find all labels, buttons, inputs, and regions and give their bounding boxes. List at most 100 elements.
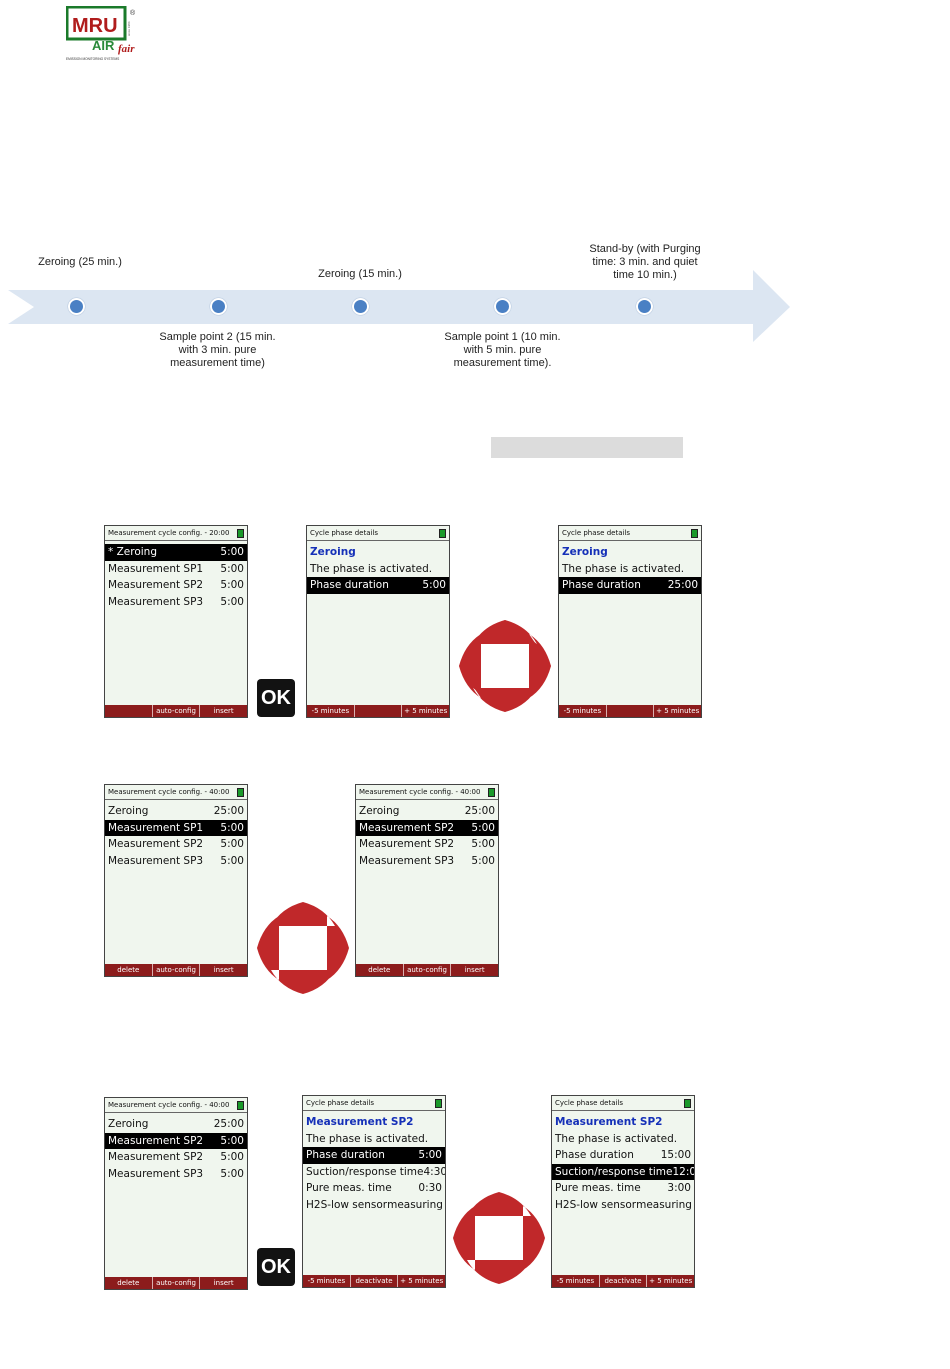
screen-cycle-config-4: Measurement cycle config. - 40:00 Zeroin… <box>104 1097 248 1290</box>
softkey-bar: -5 minutes + 5 minutes <box>559 705 701 717</box>
battery-icon <box>237 529 244 538</box>
phase-status: The phase is activated. <box>562 562 685 575</box>
arrow-pad-icon[interactable] <box>451 1190 547 1286</box>
battery-icon <box>435 1099 442 1108</box>
screen-phase-details-sp2-a: Cycle phase details Measurement SP2 The … <box>302 1095 446 1288</box>
timeline-dot-sp1 <box>494 298 511 315</box>
softkey-deactivate[interactable]: deactivate <box>598 1275 647 1287</box>
arrow-pad-icon[interactable] <box>457 618 553 714</box>
logo-reg: ® <box>130 9 136 17</box>
screen-title: Cycle phase details <box>303 1096 445 1111</box>
phase-status: The phase is activated. <box>306 1132 429 1145</box>
ok-button[interactable]: OK <box>257 679 295 717</box>
phase-status: The phase is activated. <box>555 1132 678 1145</box>
screen-title: Measurement cycle config. - 40:00 <box>105 1098 247 1113</box>
softkey-bar: -5 minutes deactivate + 5 minutes <box>303 1275 445 1287</box>
phase-name: Measurement SP2 <box>555 1116 663 1128</box>
softkey-minus-5[interactable]: -5 minutes <box>307 1277 346 1285</box>
softkey-middle[interactable] <box>353 705 402 717</box>
softkey-delete[interactable]: delete <box>117 966 140 974</box>
battery-icon <box>684 1099 691 1108</box>
softkey-deactivate[interactable]: deactivate <box>349 1275 398 1287</box>
softkey-insert[interactable]: insert <box>199 1277 247 1289</box>
softkey-plus-5[interactable]: + 5 minutes <box>401 705 449 717</box>
logo-fair: fair <box>118 43 135 55</box>
screen-cycle-config-2: Measurement cycle config. - 40:00 Zeroin… <box>104 784 248 977</box>
phase-status: The phase is activated. <box>310 562 433 575</box>
phase-name: Zeroing <box>562 546 608 558</box>
softkey-plus-5[interactable]: + 5 minutes <box>646 1275 694 1287</box>
softkey-delete[interactable]: delete <box>368 966 391 974</box>
logo-bottom: EMISSION MONITORING SYSTEMS <box>66 57 119 61</box>
screen-cycle-config-1: Measurement cycle config. - 20:00 * Zero… <box>104 525 248 718</box>
softkey-left[interactable] <box>105 705 152 717</box>
softkey-auto-config[interactable]: auto-config <box>151 705 200 717</box>
battery-icon <box>691 529 698 538</box>
softkey-auto-config[interactable]: auto-config <box>151 1277 200 1289</box>
softkey-middle[interactable] <box>605 705 654 717</box>
timeline-label-zeroing25: Zeroing (25 min.) <box>38 256 122 268</box>
softkey-bar: -5 minutes deactivate + 5 minutes <box>552 1275 694 1287</box>
logo-air: AIR <box>92 38 115 53</box>
softkey-plus-5[interactable]: + 5 minutes <box>653 705 701 717</box>
softkey-minus-5[interactable]: -5 minutes <box>311 707 350 715</box>
screen-phase-details-zeroing-a: Cycle phase details Zeroing The phase is… <box>306 525 450 718</box>
softkey-plus-5[interactable]: + 5 minutes <box>397 1275 445 1287</box>
softkey-bar: auto-config insert <box>105 705 247 717</box>
timeline-dot-zeroing15 <box>352 298 369 315</box>
softkey-auto-config[interactable]: auto-config <box>151 964 200 976</box>
timeline-label-zeroing15: Zeroing (15 min.) <box>318 268 402 280</box>
screen-phase-details-zeroing-b: Cycle phase details Zeroing The phase is… <box>558 525 702 718</box>
highlight-bar <box>491 437 683 458</box>
softkey-insert[interactable]: insert <box>450 964 498 976</box>
softkey-minus-5[interactable]: -5 minutes <box>563 707 602 715</box>
softkey-minus-5[interactable]: -5 minutes <box>556 1277 595 1285</box>
timeline-dot-zeroing25 <box>68 298 85 315</box>
softkey-delete[interactable]: delete <box>117 1279 140 1287</box>
softkey-bar: -5 minutes + 5 minutes <box>307 705 449 717</box>
phase-name: Measurement SP2 <box>306 1116 414 1128</box>
logo-since: since 1984 <box>127 21 131 36</box>
battery-icon <box>439 529 446 538</box>
ok-button[interactable]: OK <box>257 1248 295 1286</box>
arrow-pad-icon[interactable] <box>255 900 351 996</box>
timeline-arrow <box>8 270 790 342</box>
battery-icon <box>488 788 495 797</box>
screen-title: Cycle phase details <box>559 526 701 541</box>
phase-name: Zeroing <box>310 546 356 558</box>
screen-title: Measurement cycle config. - 40:00 <box>356 785 498 800</box>
softkey-insert[interactable]: insert <box>199 705 247 717</box>
screen-title: Cycle phase details <box>552 1096 694 1111</box>
softkey-insert[interactable]: insert <box>199 964 247 976</box>
battery-icon <box>237 1101 244 1110</box>
mru-airfair-logo: MRU AIR fair ® since 1984 EMISSION MONIT… <box>66 6 136 61</box>
softkey-auto-config[interactable]: auto-config <box>402 964 451 976</box>
